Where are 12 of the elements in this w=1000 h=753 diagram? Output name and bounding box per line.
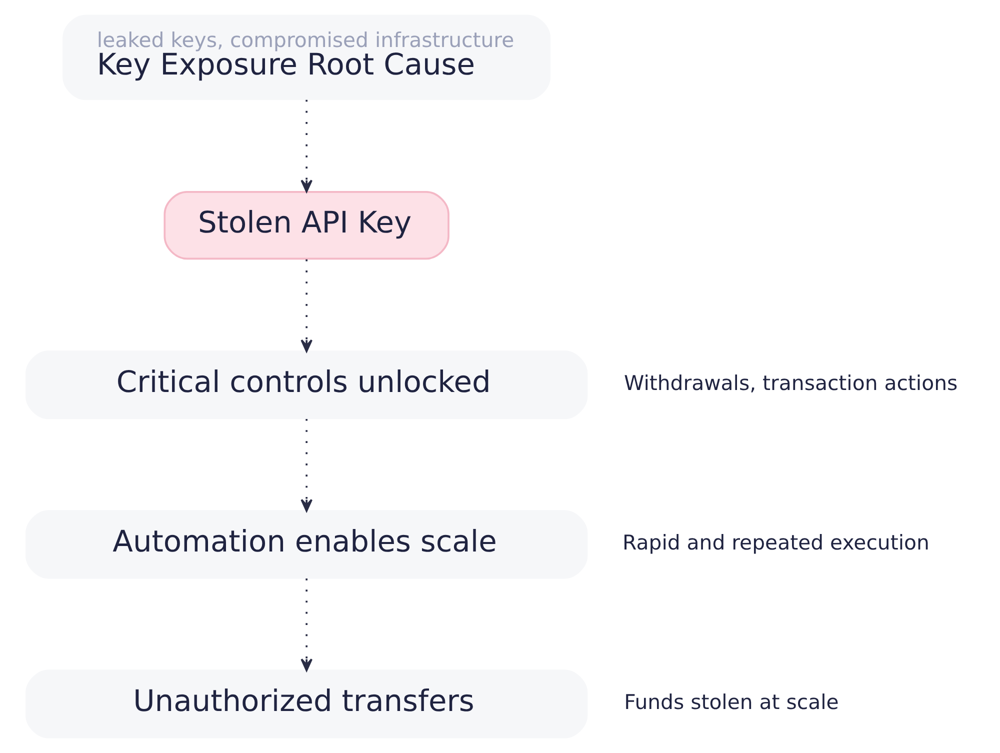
node-box: leaked keys, compromised infrastructure Key Exposure Root Cause (62, 14, 551, 100)
node-label: Funds stolen at scale (624, 690, 839, 714)
node-label: Rapid and repeated execution (622, 530, 930, 555)
node-box: Stolen API Key (164, 190, 450, 260)
arrow (300, 100, 313, 192)
node-box: Automation enables scale (26, 510, 588, 579)
node-box: Critical controls unlocked (26, 350, 588, 420)
arrow (300, 259, 313, 352)
arrow (300, 578, 313, 672)
arrow (300, 419, 313, 512)
node-label: Withdrawals, transaction actions (624, 371, 958, 396)
node-box: Unauthorized transfers (26, 670, 588, 738)
